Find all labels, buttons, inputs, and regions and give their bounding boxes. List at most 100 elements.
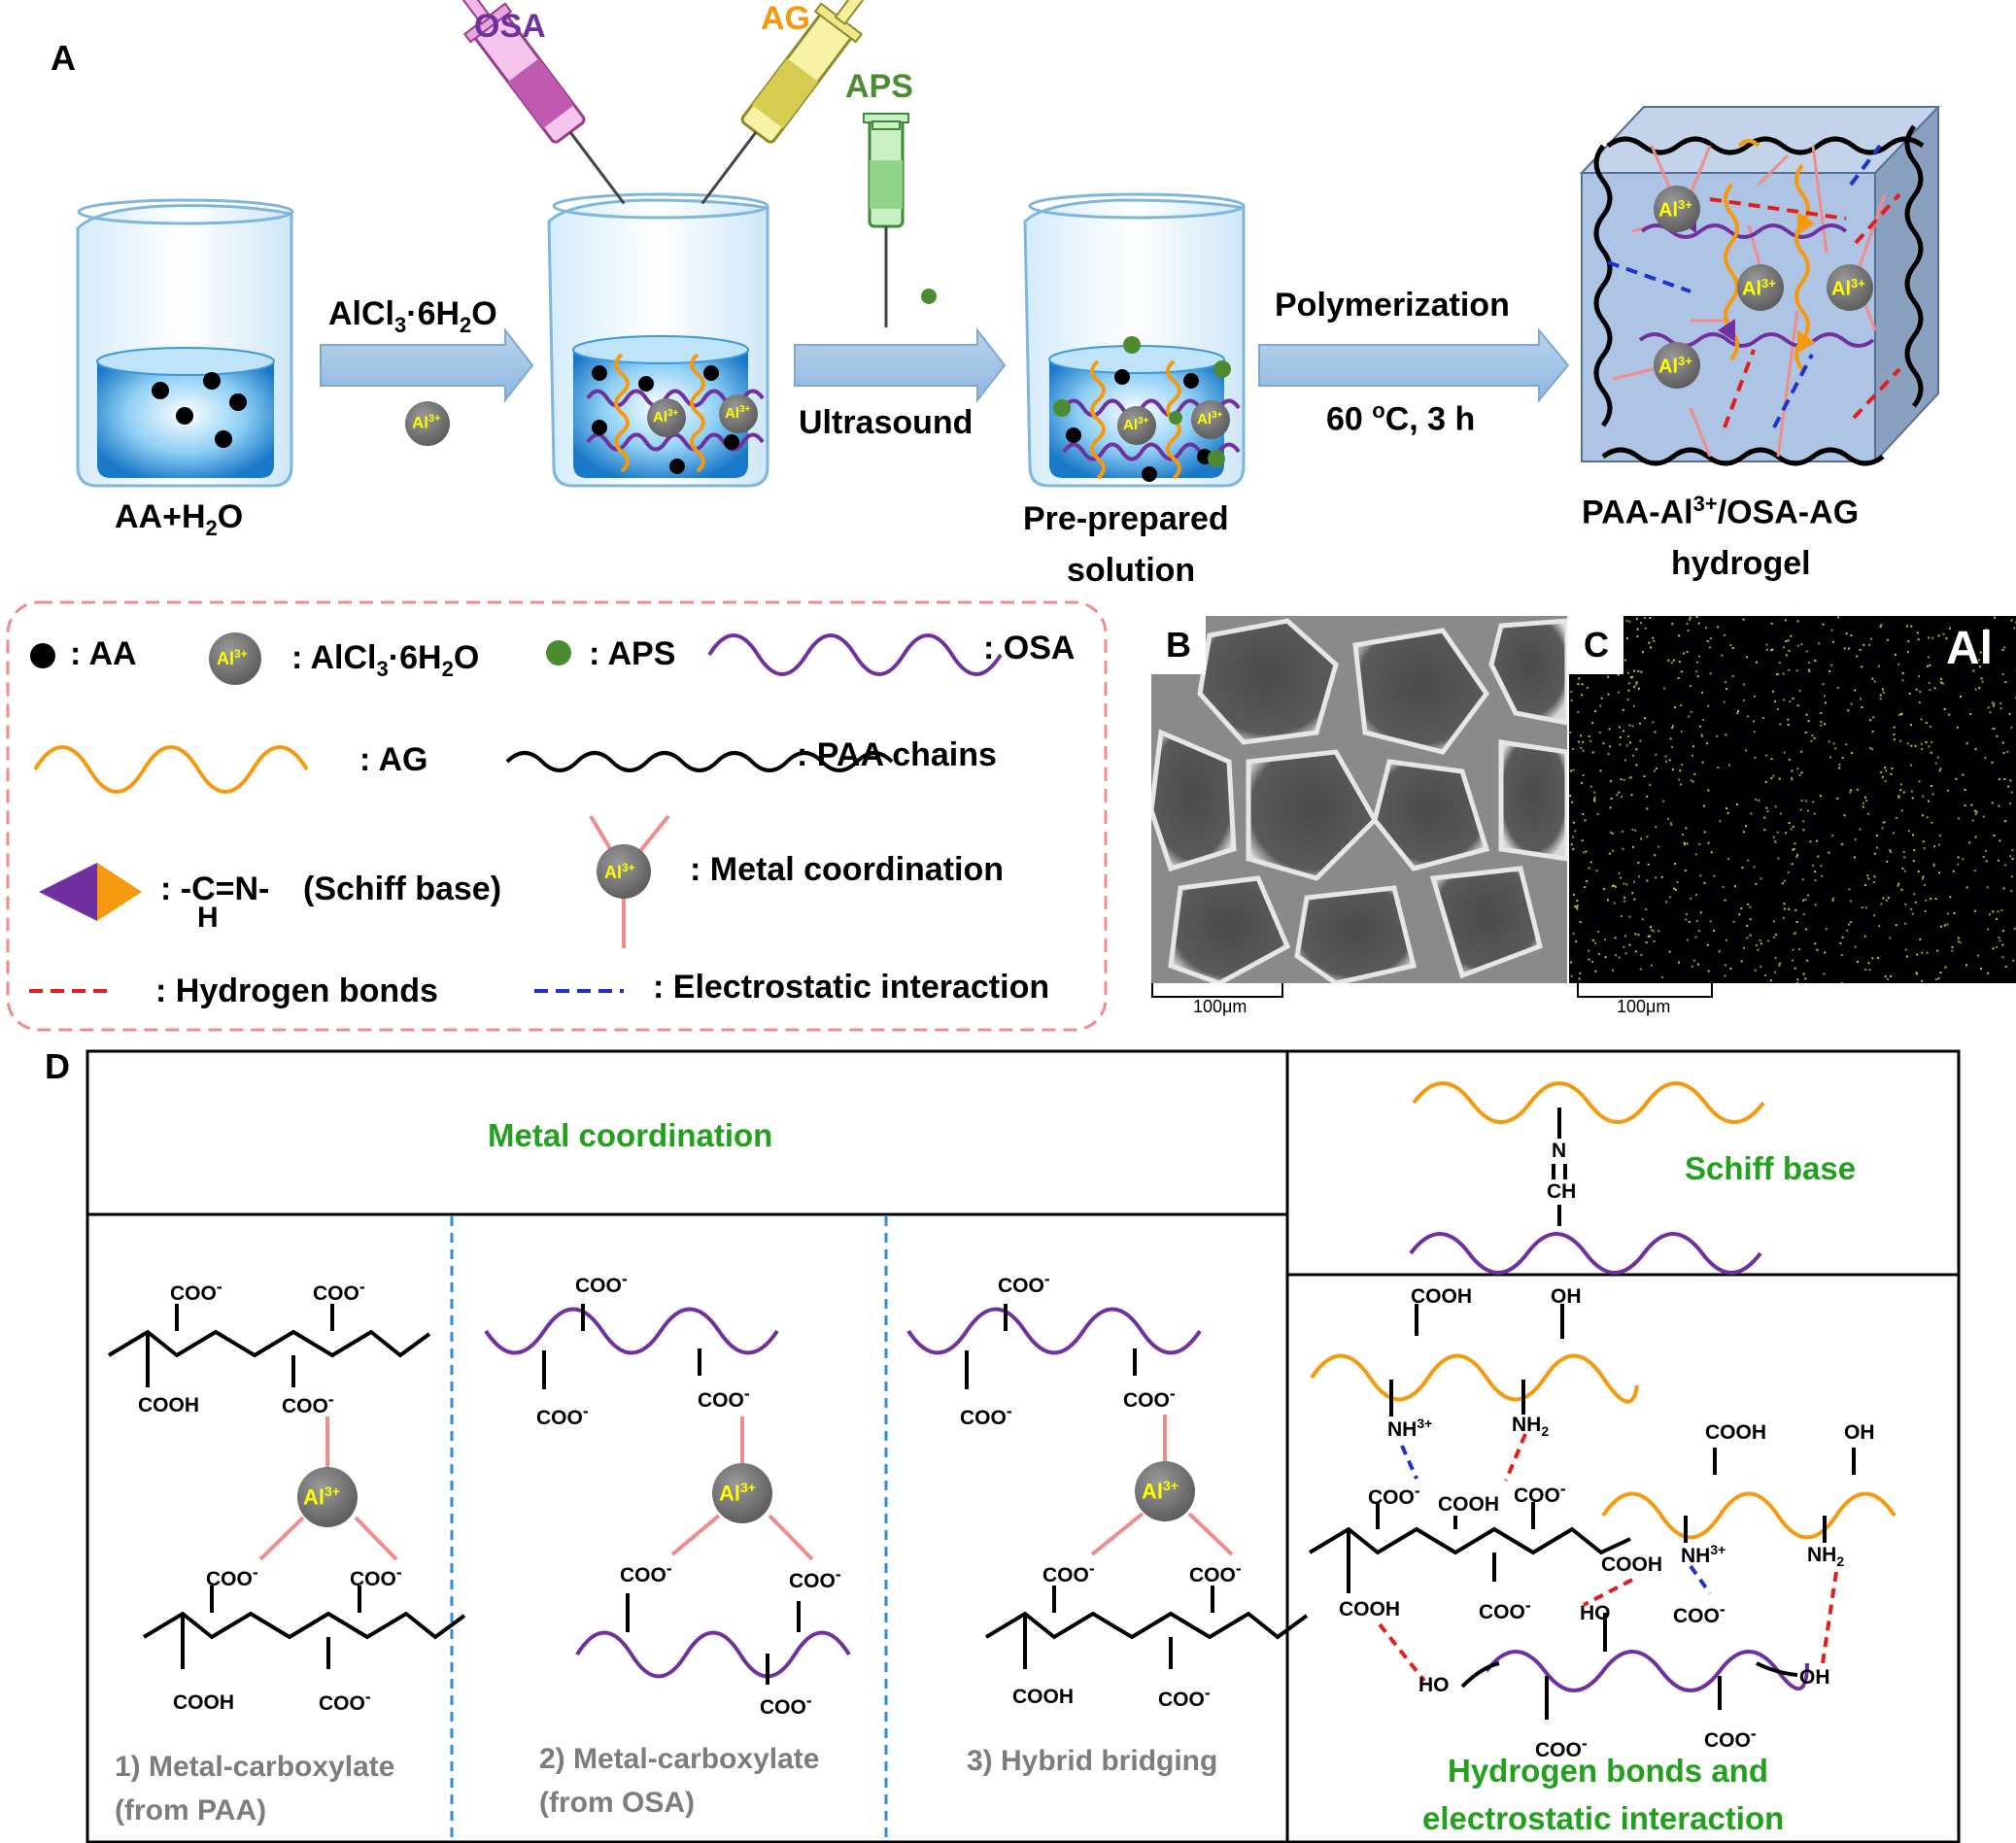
chem-label: COO-: [1189, 1558, 1242, 1587]
eds-speckle: [1703, 831, 1706, 834]
eds-speckle: [1933, 845, 1936, 848]
eds-speckle: [1724, 899, 1726, 902]
eds-speckle: [1957, 940, 1960, 943]
eds-speckle: [1831, 835, 1834, 836]
eds-speckle: [1960, 695, 1962, 698]
eds-speckle: [1699, 911, 1702, 914]
eds-speckle: [1623, 882, 1625, 885]
eds-speckle: [1996, 945, 1999, 948]
eds-speckle: [1581, 683, 1584, 686]
eds-speckle: [1697, 930, 1700, 932]
legend-metal-icon: [589, 814, 670, 948]
eds-speckle: [1691, 754, 1693, 757]
eds-speckle: [1694, 936, 1697, 939]
eds-speckle: [2010, 890, 2013, 893]
eds-speckle: [1680, 730, 1683, 733]
eds-speckle: [1686, 842, 1689, 845]
eds-speckle: [1663, 687, 1666, 690]
eds-speckle: [1640, 670, 1643, 673]
eds-speckle: [1930, 898, 1932, 901]
eds-speckle: [1912, 834, 1914, 836]
eds-speckle: [1932, 863, 1935, 866]
eds-speckle: [1889, 937, 1892, 939]
chem-label: COOH: [1705, 1421, 1766, 1444]
chem-label: COO-: [1535, 1733, 1588, 1761]
eds-speckle: [1652, 721, 1655, 724]
eds-speckle: [1697, 963, 1699, 966]
eds-speckle: [1861, 906, 1863, 909]
eds-speckle: [1774, 934, 1777, 937]
eds-speckle: [1996, 918, 1999, 920]
eds-speckle: [1849, 900, 1852, 903]
chem-label: COO-: [960, 1401, 1012, 1429]
eds-speckle: [1939, 768, 1942, 770]
eds-speckle: [1885, 899, 1888, 902]
eds-speckle: [1865, 800, 1868, 802]
chem-label: COOH: [1339, 1598, 1400, 1621]
eds-speckle: [2013, 927, 2016, 930]
eds-speckle: [1918, 780, 1921, 783]
eds-speckle: [1821, 874, 1824, 877]
eds-speckle: [1955, 777, 1958, 780]
eds-speckle: [1925, 741, 1928, 743]
eds-speckle: [1610, 798, 1613, 800]
eds-speckle: [1810, 739, 1813, 742]
eds-speckle: [1862, 802, 1864, 804]
eds-speckle: [1864, 796, 1866, 799]
eds-speckle: [1921, 877, 1924, 880]
eds-speckle: [1696, 661, 1699, 664]
eds-speckle: [1974, 748, 1977, 751]
eds-speckle: [1652, 636, 1655, 639]
syringe-ag: [700, 0, 879, 205]
eds-speckle: [1769, 979, 1772, 982]
eds-speckle: [1706, 943, 1709, 946]
eds-speckle: [1808, 662, 1811, 665]
process-arrow-3: [1258, 327, 1570, 403]
arrow-1-label: AlCl3·6H2O: [328, 295, 497, 337]
eds-speckle: [1755, 799, 1758, 802]
eds-speckle: [1578, 677, 1581, 680]
eds-speckle: [1788, 649, 1791, 652]
eds-speckle: [1742, 683, 1745, 686]
process-arrow-1: [320, 327, 534, 403]
legend-schiff-h: H: [197, 902, 219, 934]
eds-speckle: [1927, 656, 1930, 659]
eds-speckle: [1795, 856, 1798, 859]
eds-speckle: [1936, 756, 1939, 759]
eds-speckle: [1910, 790, 1913, 793]
eds-speckle: [1604, 939, 1607, 941]
eds-speckle: [1572, 821, 1575, 824]
eds-speckle: [1725, 964, 1726, 967]
eds-speckle: [1902, 851, 1905, 853]
eds-speckle: [1938, 871, 1941, 874]
case1-caption-2: (from PAA): [115, 1794, 267, 1826]
eds-speckle: [1649, 617, 1652, 619]
eds-speckle: [1831, 640, 1834, 643]
eds-speckle: [1861, 666, 1863, 668]
eds-speckle: [1674, 863, 1677, 865]
chem-label: COO-: [313, 1277, 365, 1305]
eds-speckle: [2004, 966, 2007, 968]
eds-speckle: [1627, 671, 1629, 674]
eds-speckle: [1611, 885, 1614, 887]
eds-speckle: [1628, 776, 1631, 779]
eds-speckle: [1823, 695, 1826, 698]
eds-speckle: [1612, 849, 1615, 852]
eds-speckle: [1996, 734, 1999, 737]
eds-speckle: [1772, 774, 1775, 777]
al-ion-ball: [712, 1463, 772, 1523]
hydrogen-bond: [1583, 1578, 1633, 1607]
eds-speckle: [1655, 876, 1657, 879]
eds-speckle: [1956, 726, 1959, 729]
eds-speckle: [1778, 662, 1781, 665]
legend-metal-text: : Metal coordination: [690, 851, 1004, 888]
eds-speckle: [1570, 699, 1573, 701]
eds-speckle: [1794, 932, 1796, 935]
eds-speckle: [1586, 880, 1589, 883]
eds-speckle: [1840, 982, 1843, 984]
eds-speckle: [1757, 948, 1760, 951]
eds-speckle: [1904, 922, 1907, 925]
eds-speckle: [1992, 704, 1995, 707]
chem-label: COOH: [138, 1394, 199, 1416]
chem-label: NH3+: [1387, 1416, 1433, 1441]
